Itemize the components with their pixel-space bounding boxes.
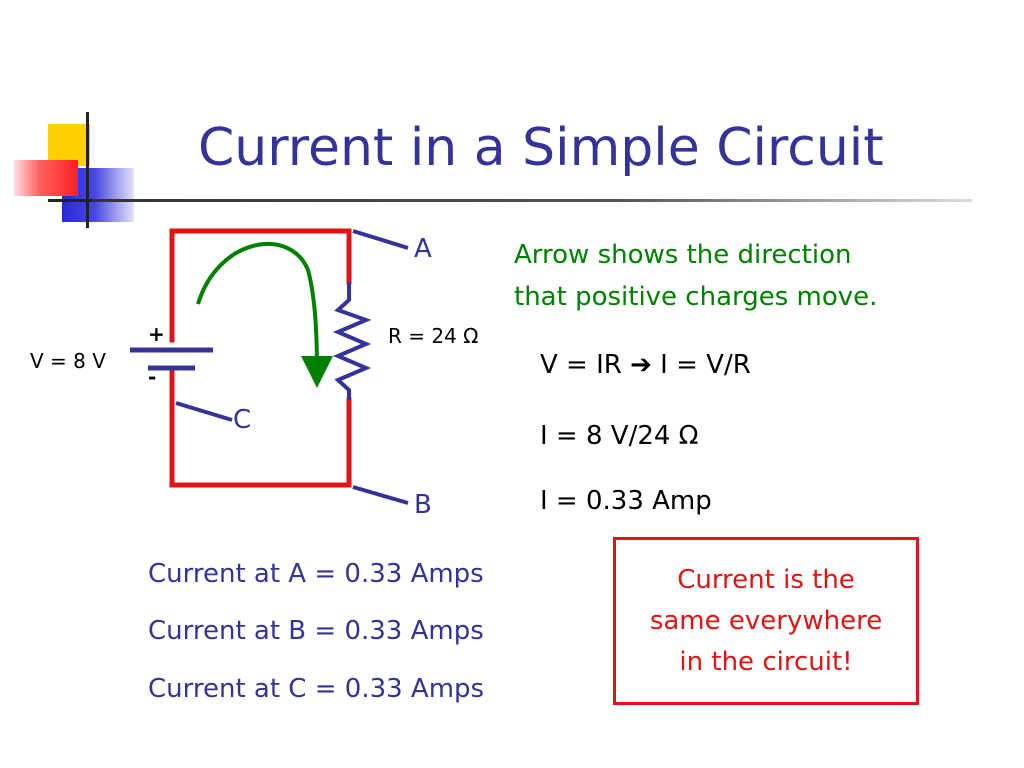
result-equation: I = 0.33 Amp xyxy=(540,486,712,516)
deco-yellow-square xyxy=(48,124,90,166)
title-underline xyxy=(92,199,972,202)
battery-voltage-label: V = 8 V xyxy=(30,349,106,373)
point-a-label: A xyxy=(414,234,432,264)
current-at-c: Current at C = 0.33 Amps xyxy=(148,674,485,704)
direction-note: Arrow shows the direction that positive … xyxy=(514,234,974,318)
callout-line2: same everywhere xyxy=(649,605,883,636)
point-c-label: C xyxy=(233,405,252,435)
direction-note-line2: that positive charges move. xyxy=(514,282,878,312)
resistor-label: R = 24 Ω xyxy=(388,324,479,348)
ohms-law-equation: V = IR ➔ I = V/R xyxy=(540,352,751,378)
pointer-lines xyxy=(175,229,409,505)
battery-minus: - xyxy=(148,365,157,389)
ohms-law-left: V = IR xyxy=(540,350,622,380)
arrow-right-icon: ➔ xyxy=(630,350,652,380)
battery-plus: + xyxy=(148,322,165,346)
ohms-law-right: I = V/R xyxy=(660,350,751,380)
current-at-a: Current at A = 0.33 Amps xyxy=(148,559,484,589)
deco-red-square xyxy=(14,160,78,196)
current-flow-arrow xyxy=(196,242,333,388)
battery-symbol xyxy=(130,347,213,371)
callout-line1: Current is the xyxy=(677,564,855,595)
circuit-wire xyxy=(169,228,352,488)
current-at-b: Current at B = 0.33 Amps xyxy=(148,616,484,646)
substitution-equation: I = 8 V/24 Ω xyxy=(540,421,699,451)
callout-text: Current is the same everywhere in the ci… xyxy=(650,560,882,683)
callout-line3: in the circuit! xyxy=(679,646,853,677)
callout-box: Current is the same everywhere in the ci… xyxy=(613,537,919,705)
point-b-label: B xyxy=(414,490,432,520)
deco-vertical-line xyxy=(86,112,89,228)
resistor-symbol xyxy=(332,282,372,400)
direction-note-line1: Arrow shows the direction xyxy=(514,240,852,270)
slide-title: Current in a Simple Circuit xyxy=(198,118,884,178)
